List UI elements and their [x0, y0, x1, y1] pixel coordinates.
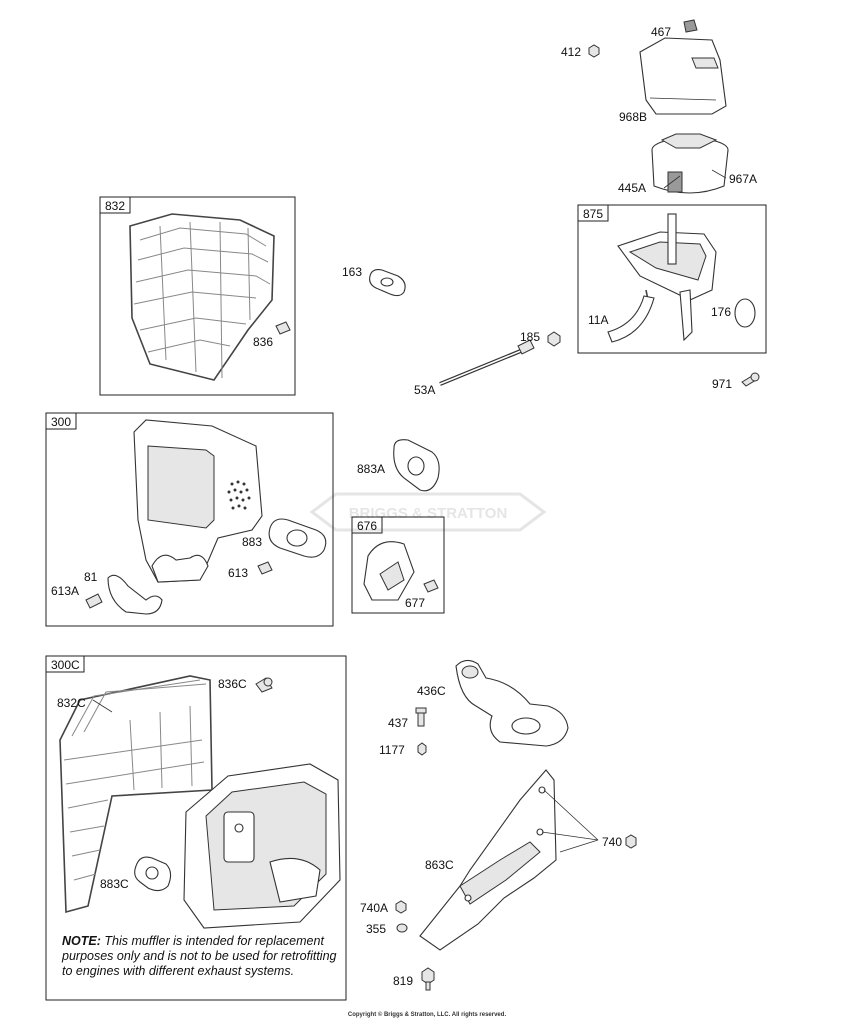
label-163: 163	[342, 265, 362, 279]
label-832c: 832C	[57, 696, 86, 710]
part-185-nut	[547, 331, 561, 347]
note-label: NOTE:	[62, 934, 101, 948]
label-836c: 836C	[218, 677, 247, 691]
box-875-id	[577, 204, 609, 222]
part-176-oring	[734, 298, 756, 328]
part-676-deflector	[363, 541, 415, 601]
label-740: 740	[602, 835, 622, 849]
label-467: 467	[651, 25, 671, 39]
part-836c-screw	[255, 677, 273, 693]
label-883a: 883A	[357, 462, 385, 476]
box-832-id	[99, 196, 131, 214]
part-740-nut	[625, 834, 637, 849]
part-863c-bracket	[419, 769, 557, 951]
label-445a: 445A	[618, 181, 646, 195]
part-300c-muffler	[183, 763, 341, 929]
watermark-logo: BRIGGS & STRATTON	[309, 492, 547, 532]
box-676-id	[351, 516, 383, 534]
box-875	[577, 204, 767, 354]
box-300c	[45, 655, 347, 1001]
label-883c: 883C	[100, 877, 129, 891]
part-1177-nut	[417, 742, 427, 756]
part-832-guard	[129, 213, 275, 381]
box-300-label: 300	[51, 415, 71, 429]
part-677-screw	[423, 579, 439, 593]
label-613a: 613A	[51, 584, 79, 598]
box-832-label: 832	[105, 199, 125, 213]
part-53a-stud	[439, 339, 535, 386]
label-11a: 11A	[588, 313, 608, 327]
part-740a-nut	[395, 900, 407, 914]
box-300-id	[45, 412, 77, 430]
label-967a: 967A	[729, 172, 757, 186]
label-355: 355	[366, 922, 386, 936]
box-300c-id	[45, 655, 85, 673]
muffler-perforations	[227, 480, 251, 510]
box-875-label: 875	[583, 207, 603, 221]
part-883c-gasket	[134, 856, 172, 892]
label-185: 185	[520, 330, 540, 344]
label-819: 819	[393, 974, 413, 988]
part-81-lockplate	[107, 574, 163, 615]
note-text: This muffler is intended for replacement…	[62, 934, 337, 978]
part-163-gasket	[369, 269, 406, 297]
part-836-screw	[275, 321, 291, 335]
label-968b: 968B	[619, 110, 647, 124]
label-1177: 1177	[379, 743, 405, 757]
box-832	[99, 196, 296, 396]
leader-lines	[92, 169, 727, 853]
label-613: 613	[228, 566, 248, 580]
part-436c-elbow	[455, 659, 569, 747]
label-836: 836	[253, 335, 273, 349]
part-300-muffler	[133, 419, 263, 583]
part-467-knob	[683, 19, 698, 33]
box-676	[351, 516, 445, 614]
label-437: 437	[388, 716, 408, 730]
part-875-base	[607, 213, 717, 343]
part-968b-cover	[639, 37, 727, 115]
part-412-nut	[588, 44, 600, 58]
box-300c-label: 300C	[51, 658, 80, 672]
label-740a: 740A	[360, 901, 388, 915]
label-971: 971	[712, 377, 732, 391]
label-53a: 53A	[414, 383, 435, 397]
watermark-text: BRIGGS & STRATTON	[349, 505, 508, 522]
label-412: 412	[561, 45, 581, 59]
part-613a-screw	[85, 593, 103, 609]
label-436c: 436C	[417, 684, 446, 698]
label-863c: 863C	[425, 858, 454, 872]
copyright-footer: Copyright © Briggs & Stratton, LLC. All …	[347, 1012, 507, 1018]
replacement-note: NOTE: This muffler is intended for repla…	[62, 934, 342, 979]
part-355-washer	[396, 923, 408, 933]
part-971-screw	[741, 372, 760, 387]
part-613-screw	[257, 561, 273, 575]
label-677: 677	[405, 596, 425, 610]
part-437-screw	[415, 707, 427, 727]
part-883a-gasket	[393, 439, 440, 492]
part-883-gasket	[268, 518, 327, 558]
part-967a-filter	[651, 133, 729, 194]
box-676-label: 676	[357, 519, 377, 533]
label-883: 883	[242, 535, 262, 549]
label-176: 176	[711, 305, 731, 319]
box-300	[45, 412, 334, 627]
part-819-screw	[421, 967, 435, 991]
label-81: 81	[84, 570, 98, 584]
